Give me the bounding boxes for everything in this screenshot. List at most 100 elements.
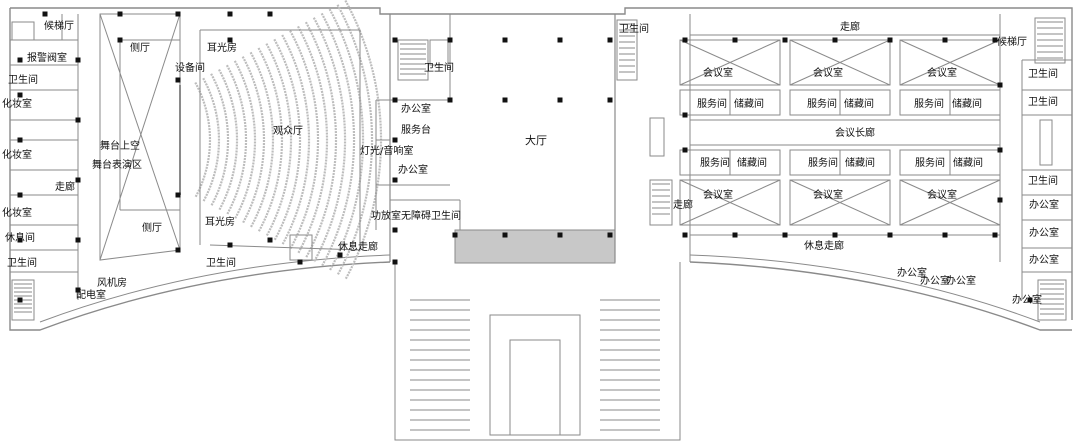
room-label: 化妆室 [2,150,32,161]
column [17,297,23,303]
column [175,77,181,83]
room-label: 办公室 [1029,228,1059,239]
column [502,97,508,103]
column [392,259,398,265]
room-label: 服务间 [697,99,727,110]
seat-row [328,8,365,272]
column [392,227,398,233]
room-label: 储藏间 [952,99,982,110]
room-label: 候梯厅 [44,21,74,32]
meeting-diagonal [789,179,891,226]
room-label: 储藏间 [737,158,767,169]
canopy-inner [509,339,561,436]
column [607,97,613,103]
room-label: 会议室 [813,68,843,79]
room-label: 风机房 [97,278,127,289]
room-label: 大厅 [525,134,547,147]
column [942,232,948,238]
column [1027,297,1033,303]
room-label: 卫生间 [1028,97,1058,108]
room-label: 办公室 [1029,255,1059,266]
room-label: 储藏间 [844,99,874,110]
column [392,177,398,183]
column [175,192,181,198]
room-label: 办公室 [398,165,428,176]
room-label: 休息走廊 [804,241,844,252]
seat-row [249,51,275,229]
room-label: 会议室 [813,190,843,201]
column [887,232,893,238]
room-label: 办公室 [946,276,976,287]
column [75,237,81,243]
outer-wall [10,7,1073,320]
meeting-diagonal [789,39,891,86]
stair [616,19,638,81]
room-label: 配电室 [76,290,106,301]
column [502,232,508,238]
column [447,97,453,103]
seat-row [218,68,239,212]
room-label: 化妆室 [2,99,32,110]
seat-row [312,17,347,263]
stair [1034,17,1066,64]
room-label: 储藏间 [845,158,875,169]
room-label: 无障碍卫生间 [401,211,461,222]
seat-row [194,81,212,199]
meeting-room [679,39,781,86]
column [75,287,81,293]
column [992,232,998,238]
meeting-diagonal [679,179,781,226]
column [682,147,688,153]
column [75,117,81,123]
stair [11,21,35,41]
room-label: 卫生间 [424,63,454,74]
outer-wall [9,8,391,331]
room-label: 办公室 [401,104,431,115]
toilet [429,39,449,66]
stair [11,279,35,321]
room-label: 休息间 [5,233,35,244]
column [607,232,613,238]
room-label: 设备间 [175,63,205,74]
seat-row [289,30,320,250]
room-label: 舞台表演区 [92,160,142,171]
column [75,177,81,183]
entrance-hatch [454,229,616,264]
room-label: 办公室 [1012,295,1042,306]
room-label: 侧厅 [130,43,150,54]
room-label: 服务间 [914,99,944,110]
column [887,37,893,43]
room-label: 走廊 [55,182,75,193]
column [227,242,233,248]
column [997,147,1003,153]
seat-row [336,4,374,276]
outer-wall-inner [39,254,391,323]
column [992,37,998,43]
meeting-room [679,179,781,226]
column [227,11,233,17]
column [297,259,303,265]
stair [1037,279,1067,321]
column [17,237,23,243]
column [392,37,398,43]
room-label: 化妆室 [2,208,32,219]
seat-row [241,56,266,224]
outer-wall [689,261,1072,331]
column [557,232,563,238]
stage-diagonal [99,13,181,251]
column [17,57,23,63]
meeting-diagonal [899,179,1001,226]
canopy-inner [489,314,581,436]
seat-row [273,38,302,242]
column [447,37,453,43]
column [117,11,123,17]
column [227,37,233,43]
column [732,232,738,238]
room-label: 观众厅 [273,126,303,137]
room-label: 会议室 [927,68,957,79]
stair [649,179,673,226]
column [682,37,688,43]
column [337,252,343,258]
